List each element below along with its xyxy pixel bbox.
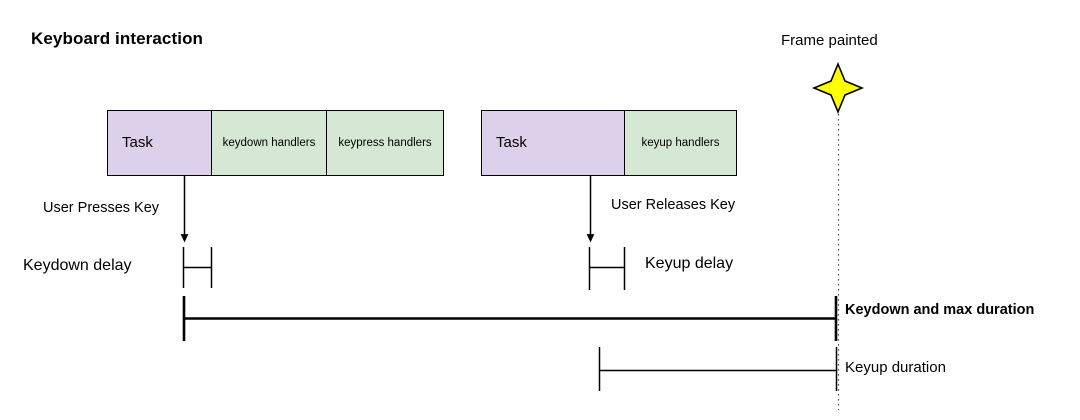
task-box-keyup[interactable]: Task [481,110,625,176]
keyup-duration-label: Keyup duration [845,359,946,376]
keyup-delay-label: Keyup delay [645,255,734,272]
task-box-keydown[interactable]: Task [107,110,212,176]
page-title: Keyboard interaction [31,29,204,48]
keyup-delay-span [588,247,626,290]
keydown-handlers-box[interactable]: keydown handlers [211,110,327,176]
frame-painted-label: Frame painted [781,32,878,49]
four-point-star-icon [811,61,865,115]
keyup-handlers-box[interactable]: keyup handlers [624,110,737,176]
user-presses-key-label: User Presses Key [43,200,160,216]
keydown-duration-span [182,296,838,341]
user-presses-key-arrowhead [180,234,189,243]
keydown-and-max-duration-label: Keydown and max duration [845,302,1035,318]
keyup-duration-span [598,347,838,391]
keydown-delay-span [182,247,213,288]
keypress-handlers-box[interactable]: keypress handlers [326,110,444,176]
user-releases-key-label: User Releases Key [611,197,736,213]
keydown-delay-label: Keydown delay [23,257,132,274]
user-releases-key-arrowhead [586,234,595,243]
